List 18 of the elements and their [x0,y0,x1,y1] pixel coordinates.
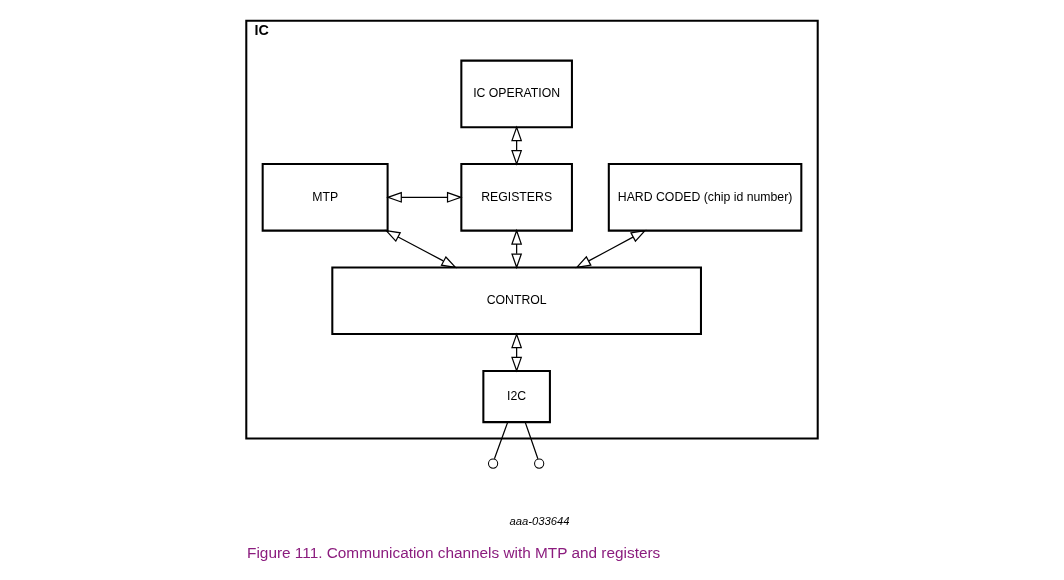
arrow [511,125,523,166]
arrow [511,332,523,373]
node-box: IC OPERATION [460,59,573,129]
node-box: I2C [482,369,551,424]
connector [524,421,539,460]
node-box: CONTROL [331,266,702,336]
arrow [511,228,523,270]
arrow [384,229,458,269]
node-box: REGISTERS [460,163,573,232]
node-box: HARD CODED (chip id number) [607,163,803,232]
arrow [575,229,647,269]
caption: Figure 111. Communication channels with MTP and registers [247,544,661,562]
node-box: MTP [261,163,389,232]
arrow [386,191,463,203]
node-circle [487,458,499,469]
connector [493,421,509,460]
node-circle [534,458,545,469]
label: aaa-033644 [509,515,570,528]
